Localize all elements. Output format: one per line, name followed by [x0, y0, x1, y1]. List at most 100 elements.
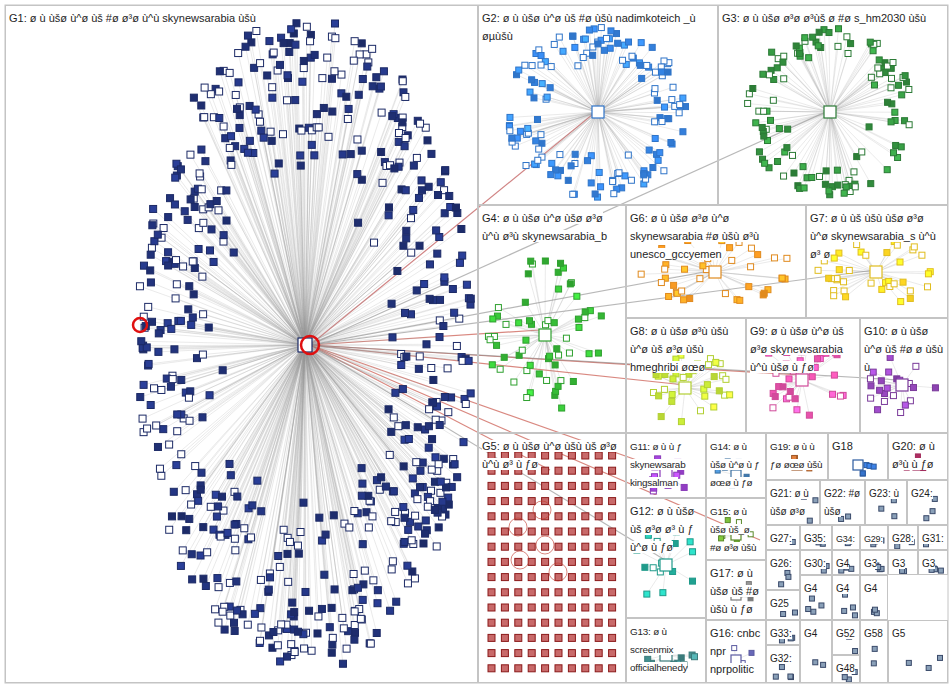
vertex — [395, 130, 402, 137]
vertex-link — [186, 345, 305, 530]
vertex — [661, 58, 667, 64]
vertex-link — [598, 112, 599, 172]
vertex — [178, 451, 185, 458]
vertex — [198, 102, 205, 109]
vertex — [369, 45, 376, 52]
vertex — [414, 424, 421, 431]
vertex — [291, 649, 298, 656]
vertex — [680, 95, 686, 101]
vertex — [186, 515, 193, 522]
vertex — [665, 69, 671, 75]
vertex-link — [305, 345, 415, 516]
vertex — [197, 552, 204, 559]
vertex — [284, 550, 291, 557]
vertex — [572, 44, 578, 50]
vertex — [351, 608, 358, 615]
vertex — [311, 51, 318, 58]
vertex — [215, 619, 222, 626]
vertex — [458, 225, 465, 232]
vertex — [437, 296, 444, 303]
vertex-link — [812, 112, 830, 177]
vertex — [213, 513, 220, 520]
vertex — [445, 409, 452, 416]
vertex — [529, 77, 535, 83]
vertex-link — [764, 111, 830, 113]
vertex-link — [796, 46, 830, 112]
vertex — [422, 530, 429, 537]
vertex-link — [598, 72, 668, 112]
vertex — [358, 147, 365, 154]
vertex — [404, 562, 411, 569]
vertex — [416, 353, 423, 360]
vertex-link — [305, 79, 332, 345]
vertex — [277, 658, 284, 665]
vertex — [174, 411, 181, 418]
vertex — [425, 444, 432, 451]
vertex-link — [598, 112, 631, 180]
vertex — [659, 119, 665, 125]
vertex-link — [305, 345, 396, 602]
vertex — [557, 152, 563, 158]
vertex — [148, 244, 155, 251]
vertex — [423, 341, 430, 348]
vertex — [424, 137, 431, 144]
vertex — [385, 204, 392, 211]
vertex — [449, 286, 456, 293]
vertex-link — [598, 112, 622, 188]
vertex — [266, 38, 273, 45]
vertex — [369, 83, 376, 90]
vertex — [415, 365, 422, 372]
vertex-link — [784, 112, 830, 176]
vertex — [268, 137, 275, 144]
vertex-link — [305, 158, 417, 345]
vertex — [256, 118, 263, 125]
vertex — [289, 599, 296, 606]
vertex — [548, 64, 554, 70]
vertex — [170, 488, 177, 495]
vertex — [516, 67, 522, 73]
vertex-link — [598, 72, 662, 112]
vertex-link — [563, 51, 598, 112]
vertex-link — [532, 80, 598, 112]
vertex-link — [305, 345, 437, 546]
vertex — [328, 75, 335, 82]
vertex — [285, 578, 292, 585]
vertex — [463, 281, 470, 288]
vertex-link — [154, 241, 305, 345]
vertex-link — [830, 68, 878, 112]
vertex — [387, 607, 394, 614]
vertex — [596, 169, 602, 175]
vertex — [417, 484, 424, 491]
vertex — [676, 110, 682, 116]
vertex — [413, 287, 420, 294]
vertex — [538, 53, 544, 59]
vertex — [332, 35, 339, 42]
vertex — [426, 295, 433, 302]
vertex-link — [830, 112, 898, 157]
vertex — [549, 160, 555, 166]
vertex-link — [818, 46, 830, 112]
vertex — [677, 102, 683, 108]
vertex — [390, 414, 397, 421]
vertex-link — [305, 345, 361, 619]
vertex-link — [829, 33, 830, 112]
vertex — [608, 28, 614, 34]
vertex-link — [216, 89, 305, 345]
vertex — [198, 469, 205, 476]
vertex — [223, 187, 230, 194]
vertex — [354, 584, 361, 591]
vertex — [460, 439, 467, 446]
vertex-link — [305, 345, 439, 464]
vertex-link — [305, 190, 406, 345]
vertex-link — [830, 63, 885, 112]
vertex-link — [305, 71, 384, 345]
vertex-link — [185, 211, 305, 345]
vertex — [452, 204, 459, 211]
vertex-link — [830, 112, 838, 185]
vertex — [232, 547, 239, 554]
vertex — [167, 383, 174, 390]
vertex — [453, 342, 460, 349]
vertex-link — [559, 37, 598, 112]
vertex-link — [305, 345, 358, 588]
